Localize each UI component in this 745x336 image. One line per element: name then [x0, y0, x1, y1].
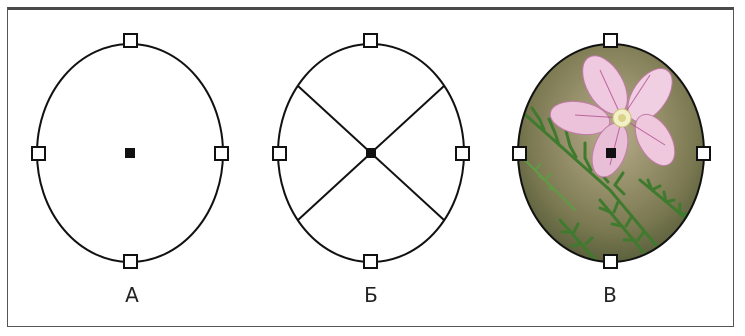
selection-handle-icon[interactable]	[364, 34, 377, 47]
selection-handle-icon[interactable]	[604, 34, 617, 47]
panel-label-b: Б	[351, 283, 391, 307]
center-point-icon[interactable]	[606, 148, 616, 158]
selection-handle-icon[interactable]	[364, 255, 377, 268]
selection-handle-icon[interactable]	[124, 255, 137, 268]
panel-label-v: В	[590, 283, 630, 307]
selection-handle-icon[interactable]	[124, 34, 137, 47]
panel-v	[513, 34, 710, 270]
selection-handle-icon[interactable]	[456, 147, 469, 160]
selection-handle-icon[interactable]	[215, 147, 228, 160]
selection-handle-icon[interactable]	[513, 147, 526, 160]
center-point-icon[interactable]	[125, 148, 135, 158]
selection-handle-icon[interactable]	[32, 147, 45, 160]
center-point-icon[interactable]	[366, 148, 376, 158]
panel-b	[273, 34, 469, 268]
selection-handle-icon[interactable]	[273, 147, 286, 160]
selection-handle-icon[interactable]	[697, 147, 710, 160]
selection-handle-icon[interactable]	[604, 255, 617, 268]
panel-label-a: А	[112, 283, 152, 307]
panel-a	[32, 34, 228, 268]
